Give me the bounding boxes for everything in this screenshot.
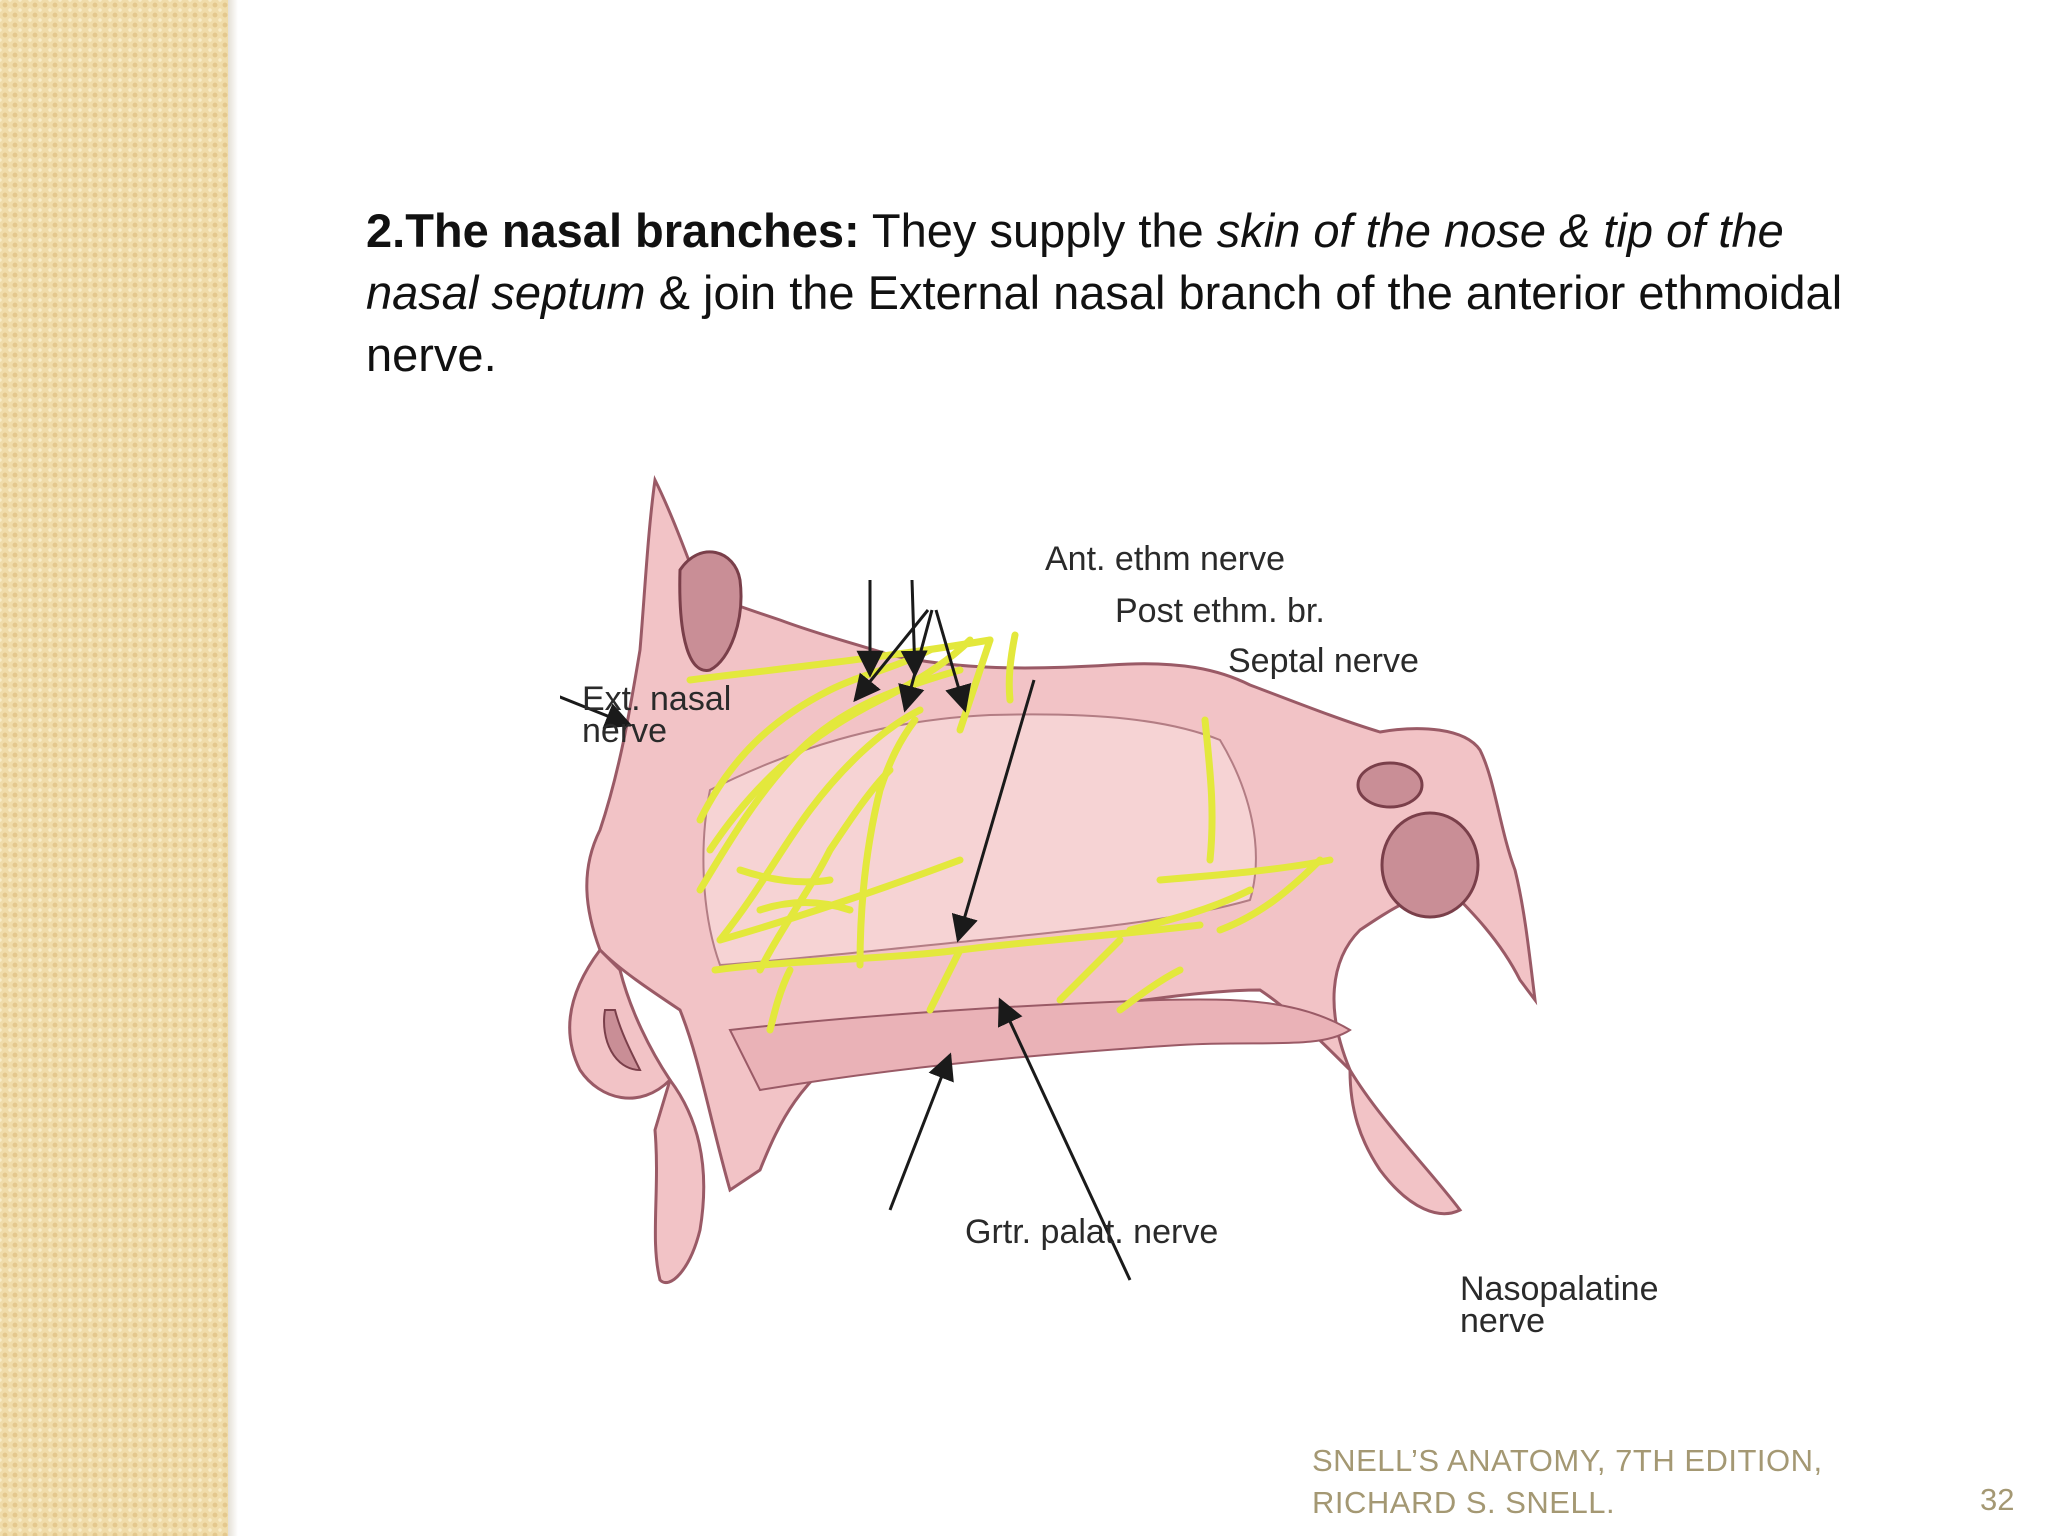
nostril-shape <box>603 1009 642 1072</box>
paragraph-text-2: & join the External nasal branch of the … <box>366 266 1843 381</box>
paragraph-text-1: They supply the <box>859 204 1217 257</box>
paragraph-lead-bold: 2.The nasal branches: <box>366 204 860 257</box>
sphenoid-sinus-upper <box>1356 761 1424 809</box>
page-number: 32 <box>1980 1482 2015 1517</box>
palate-front-shape <box>653 1076 706 1284</box>
label-septal-nerve: Septal nerve <box>1228 642 1419 680</box>
source-credit: SNELL’S ANATOMY, 7TH EDITION, RICHARD S.… <box>1312 1440 1823 1524</box>
soft-palate-shape <box>1348 1064 1463 1216</box>
decorative-side-strip <box>0 0 228 1536</box>
label-ext-nasal-line1: Ext. nasal <box>582 680 731 718</box>
label-nasopalatine-line2: nerve <box>1460 1302 1545 1340</box>
label-ant-ethm-nerve: Ant. ethm nerve <box>1045 540 1285 578</box>
label-post-ethm-br: Post ethm. br. <box>1115 592 1325 630</box>
paragraph-italic: skin of the nose & tip of the nasal sept… <box>366 204 1784 319</box>
credit-line-1: SNELL’S ANATOMY, 7TH EDITION, <box>1312 1443 1823 1478</box>
nasal-nerve-illustration: Ant. ethm nerve Post ethm. br. Septal ne… <box>560 475 1658 1340</box>
hard-palate-shape <box>728 998 1352 1092</box>
sphenoid-sinus-lower <box>1380 811 1480 919</box>
credit-line-2: RICHARD S. SNELL. <box>1312 1485 1616 1520</box>
side-strip-shadow <box>228 0 238 1536</box>
body-paragraph: 2.The nasal branches: They supply the sk… <box>366 200 1886 386</box>
label-grtr-palat-nerve: Grtr. palat. nerve <box>965 1213 1218 1251</box>
annotation-arrows <box>560 579 1132 1281</box>
frontal-sinus-shape <box>678 550 743 672</box>
label-ext-nasal-line2: nerve <box>582 712 667 750</box>
label-nasopalatine-line1: Nasopalatine <box>1460 1270 1658 1308</box>
